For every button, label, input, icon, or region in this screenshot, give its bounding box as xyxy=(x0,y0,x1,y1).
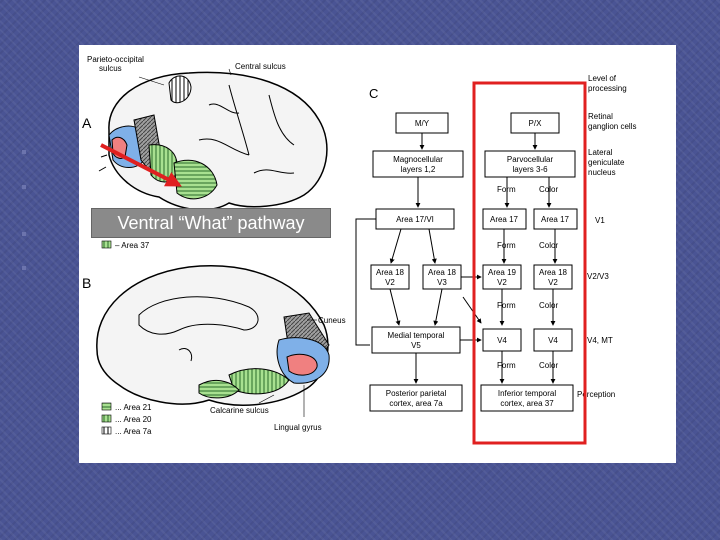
area-7a-region xyxy=(168,75,192,104)
box-area18-v2-line2: V2 xyxy=(385,278,395,287)
box-area19-v2-line2: V2 xyxy=(497,278,507,287)
label-form-2: Form xyxy=(497,241,516,250)
box-parvo-line1: Parvocellular xyxy=(507,155,554,164)
box-parietal-line1: Posterior parietal xyxy=(386,389,447,398)
level-lgn-2: geniculate xyxy=(588,158,625,167)
box-mt-line1: Medial temporal xyxy=(388,331,445,340)
ventral-pathway-arrow xyxy=(100,143,182,187)
legend-area7a: ... Area 7a xyxy=(115,427,152,436)
decor-bullet xyxy=(22,266,26,270)
label-form-3: Form xyxy=(497,301,516,310)
level-lgn-3: nucleus xyxy=(588,168,616,177)
box-v4-form-text: V4 xyxy=(497,336,507,345)
box-my-text: M/Y xyxy=(415,119,430,128)
level-v4mt: V4, MT xyxy=(587,336,613,345)
label-sulcus: sulcus xyxy=(99,64,122,73)
box-area18-v2b-line2: V2 xyxy=(548,278,558,287)
flow-arrow xyxy=(428,228,437,264)
box-area17-form-text: Area 17 xyxy=(490,215,519,224)
label-central-sulcus: Central sulcus xyxy=(235,62,286,71)
label-color-4: Color xyxy=(539,361,558,370)
box-parietal-line2: cortex, area 7a xyxy=(389,399,443,408)
box-mt-line2: V5 xyxy=(411,341,421,350)
box-temporal-line2: cortex, area 37 xyxy=(500,399,554,408)
legend-area37: – Area 37 xyxy=(115,241,150,250)
flow-arrow xyxy=(389,228,402,264)
area-20-medial xyxy=(198,379,240,399)
brain-a-edge xyxy=(98,154,108,172)
figure-svg: A Parieto-occipital sulcus Central sulcu… xyxy=(82,55,636,445)
box-area18-v2-line1: Area 18 xyxy=(376,268,405,277)
legend-swatch-area7a xyxy=(101,426,112,435)
decor-bullet xyxy=(22,185,26,189)
brain-a-gyri xyxy=(198,84,295,174)
ventral-stream-highlight xyxy=(472,81,587,445)
box-area19-v2-line1: Area 19 xyxy=(488,268,517,277)
level-header-line1: Level of xyxy=(588,74,617,83)
label-color-3: Color xyxy=(539,301,558,310)
box-posterior-parietal xyxy=(369,384,463,412)
flow-arrow xyxy=(462,296,482,324)
flow-arrow xyxy=(389,288,401,326)
flow-arrow xyxy=(433,288,443,326)
box-v4-color-text: V4 xyxy=(548,336,558,345)
leader-line xyxy=(138,76,165,86)
box-inferior-temporal xyxy=(480,384,574,412)
box-parvo-line2: layers 3-6 xyxy=(512,165,548,174)
leader-line xyxy=(258,394,275,404)
brain-medial-view: B Cuneus Calcarine sulcus Lingual gyrus … xyxy=(82,265,346,436)
label-form-4: Form xyxy=(497,361,516,370)
box-px-text: P/X xyxy=(529,119,543,128)
flow-connector xyxy=(355,218,376,346)
figure-panel: A Parieto-occipital sulcus Central sulcu… xyxy=(79,45,676,463)
leader-line xyxy=(228,68,232,76)
box-area18-v3-line2: V3 xyxy=(437,278,447,287)
box-area18-v2b-line1: Area 18 xyxy=(539,268,568,277)
level-perception: Perception xyxy=(577,390,615,399)
box-area17-color-text: Area 17 xyxy=(541,215,570,224)
box-area18-v3 xyxy=(422,264,462,290)
area-18-medial xyxy=(286,353,318,376)
brain-lateral-view: A Parieto-occipital sulcus Central sulcu… xyxy=(82,55,328,250)
decor-bullet xyxy=(22,150,26,154)
corpus-callosum xyxy=(138,296,259,335)
label-color-2: Color xyxy=(539,241,558,250)
label-parieto-occipital: Parieto-occipital xyxy=(87,55,144,64)
box-temporal-line1: Inferior temporal xyxy=(498,389,556,398)
area-37-medial xyxy=(228,368,290,395)
level-retinal-2: ganglion cells xyxy=(588,122,636,131)
box-area18-v2b xyxy=(533,264,573,290)
area-20-region xyxy=(173,159,218,200)
box-magno-line1: Magnocellular xyxy=(393,155,443,164)
level-lgn-1: Lateral xyxy=(588,148,613,157)
level-v2v3: V2/V3 xyxy=(587,272,609,281)
processing-flow-diagram: C Level of processing Retinal ganglion c… xyxy=(355,74,636,445)
box-magno-line2: layers 1,2 xyxy=(401,165,436,174)
legend-swatch-area37 xyxy=(101,240,112,249)
legend-swatch-area21 xyxy=(101,402,112,411)
legend-area20: ... Area 20 xyxy=(115,415,152,424)
brain-b-detail xyxy=(178,347,193,362)
label-lingual: Lingual gyrus xyxy=(274,423,322,432)
panel-label-b: B xyxy=(82,275,91,291)
ventral-pathway-caption: Ventral “What” pathway xyxy=(91,208,331,238)
label-cuneus: Cuneus xyxy=(318,316,346,325)
label-calcarine: Calcarine sulcus xyxy=(210,406,269,415)
level-v1: V1 xyxy=(595,216,605,225)
panel-label-c: C xyxy=(369,86,378,101)
legend-area21: ... Area 21 xyxy=(115,403,152,412)
box-parvo xyxy=(484,150,576,178)
decor-bullet xyxy=(22,232,26,236)
legend-swatch-area20 xyxy=(101,414,112,423)
level-header-line2: processing xyxy=(588,84,627,93)
panel-label-a: A xyxy=(82,115,92,131)
box-area17v1-text: Area 17/VI xyxy=(396,215,434,224)
level-retinal-1: Retinal xyxy=(588,112,613,121)
box-area18-v3-line1: Area 18 xyxy=(428,268,457,277)
